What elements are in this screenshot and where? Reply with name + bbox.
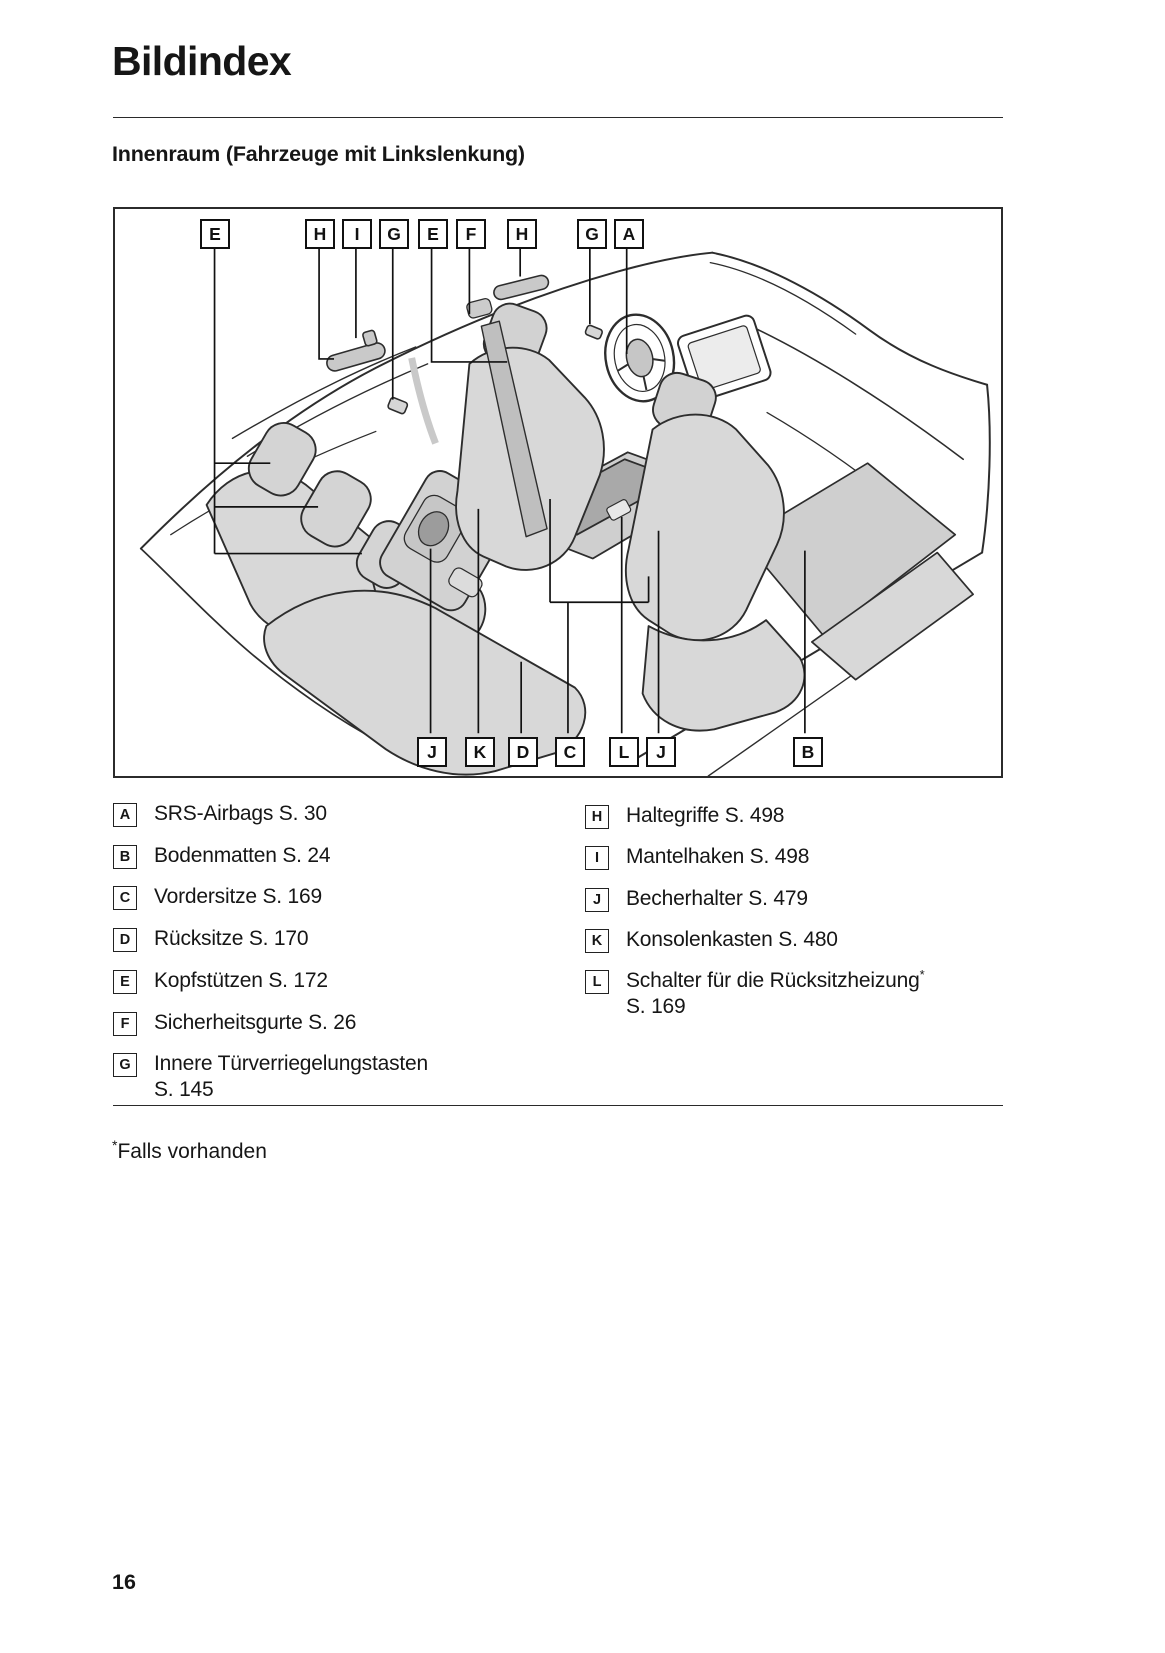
legend-key-e: E [113,970,137,994]
callout-e: E [200,219,230,249]
legend-item-a: A SRS-Airbags S. 30 [113,801,327,827]
legend-item-k: K Konsolenkasten S. 480 [585,927,838,953]
legend-label: Becherhalter S. 479 [626,887,808,910]
legend-label: Mantelhaken S. 498 [626,845,810,868]
legend-label: SRS-Airbags S. 30 [154,802,327,825]
steering-wheel [604,313,676,403]
legend-item-i: I Mantelhaken S. 498 [585,844,809,870]
callout-e: E [418,219,448,249]
legend-key-l: L [585,970,609,994]
callout-d: D [508,737,538,767]
footnote: *Falls vorhanden [112,1137,267,1164]
legend-key-a: A [113,803,137,827]
legend-key-j: J [585,888,609,912]
page-number: 16 [112,1570,136,1594]
legend-key-f: F [113,1012,137,1036]
legend-key-h: H [585,805,609,829]
car-interior-illustration [139,248,991,776]
legend-label: Kopfstützen S. 172 [154,969,328,992]
legend-key-c: C [113,886,137,910]
footnote-asterisk: * [112,1137,118,1153]
coat-hook [362,329,378,347]
callout-a: A [614,219,644,249]
callout-l: L [609,737,639,767]
callout-g: G [379,219,409,249]
legend-label: Rücksitze S. 170 [154,927,309,950]
legend-item-j: J Becherhalter S. 479 [585,886,808,912]
rear-grab-handle [326,342,386,372]
legend-key-g: G [113,1053,137,1077]
callout-f: F [456,219,486,249]
legend-item-h: H Haltegriffe S. 498 [585,803,784,829]
callout-i: I [342,219,372,249]
legend-item-b: B Bodenmatten S. 24 [113,843,331,869]
leader-lines [213,248,806,734]
callout-h: H [305,219,335,249]
callout-k: K [465,737,495,767]
rear-seatbelt [408,357,439,445]
fittings [326,274,603,415]
callout-g: G [577,219,607,249]
legend-divider [113,1105,1003,1106]
legend-item-l: L Schalter für die Rücksitzheizung*S. 169 [585,967,925,1020]
legend-item-d: D Rücksitze S. 170 [113,926,309,952]
legend-key-b: B [113,845,137,869]
page-title: Bildindex [112,38,292,84]
legend-key-i: I [585,846,609,870]
rear-seats [205,357,587,776]
rear-door-lock-button [387,396,409,415]
legend-label: Vordersitze S. 169 [154,885,322,908]
callout-j: J [417,737,447,767]
legend-label: Haltegriffe S. 498 [626,804,785,827]
footnote-text: Falls vorhanden [117,1140,267,1163]
legend-label: Bodenmatten S. 24 [154,844,331,867]
legend-label: Schalter für die Rücksitzheizung*S. 169 [626,967,925,1018]
front-seatbelt [480,320,548,538]
front-seats [455,298,806,732]
front-door-lock-button [584,324,603,340]
title-divider [113,117,1003,118]
floor-mats [741,462,974,681]
legend-label: Konsolenkasten S. 480 [626,928,838,951]
legend-item-e: E Kopfstützen S. 172 [113,968,328,994]
section-title: Innenraum (Fahrzeuge mit Linkslenkung) [112,142,525,166]
legend-label: Sicherheitsgurte S. 26 [154,1011,357,1034]
callout-b: B [793,737,823,767]
legend-item-f: F Sicherheitsgurte S. 26 [113,1010,356,1036]
legend-key-k: K [585,929,609,953]
callout-j: J [646,737,676,767]
legend-item-c: C Vordersitze S. 169 [113,884,322,910]
callout-c: C [555,737,585,767]
callout-h: H [507,219,537,249]
legend-key-d: D [113,928,137,952]
front-grab-handle [493,274,550,301]
